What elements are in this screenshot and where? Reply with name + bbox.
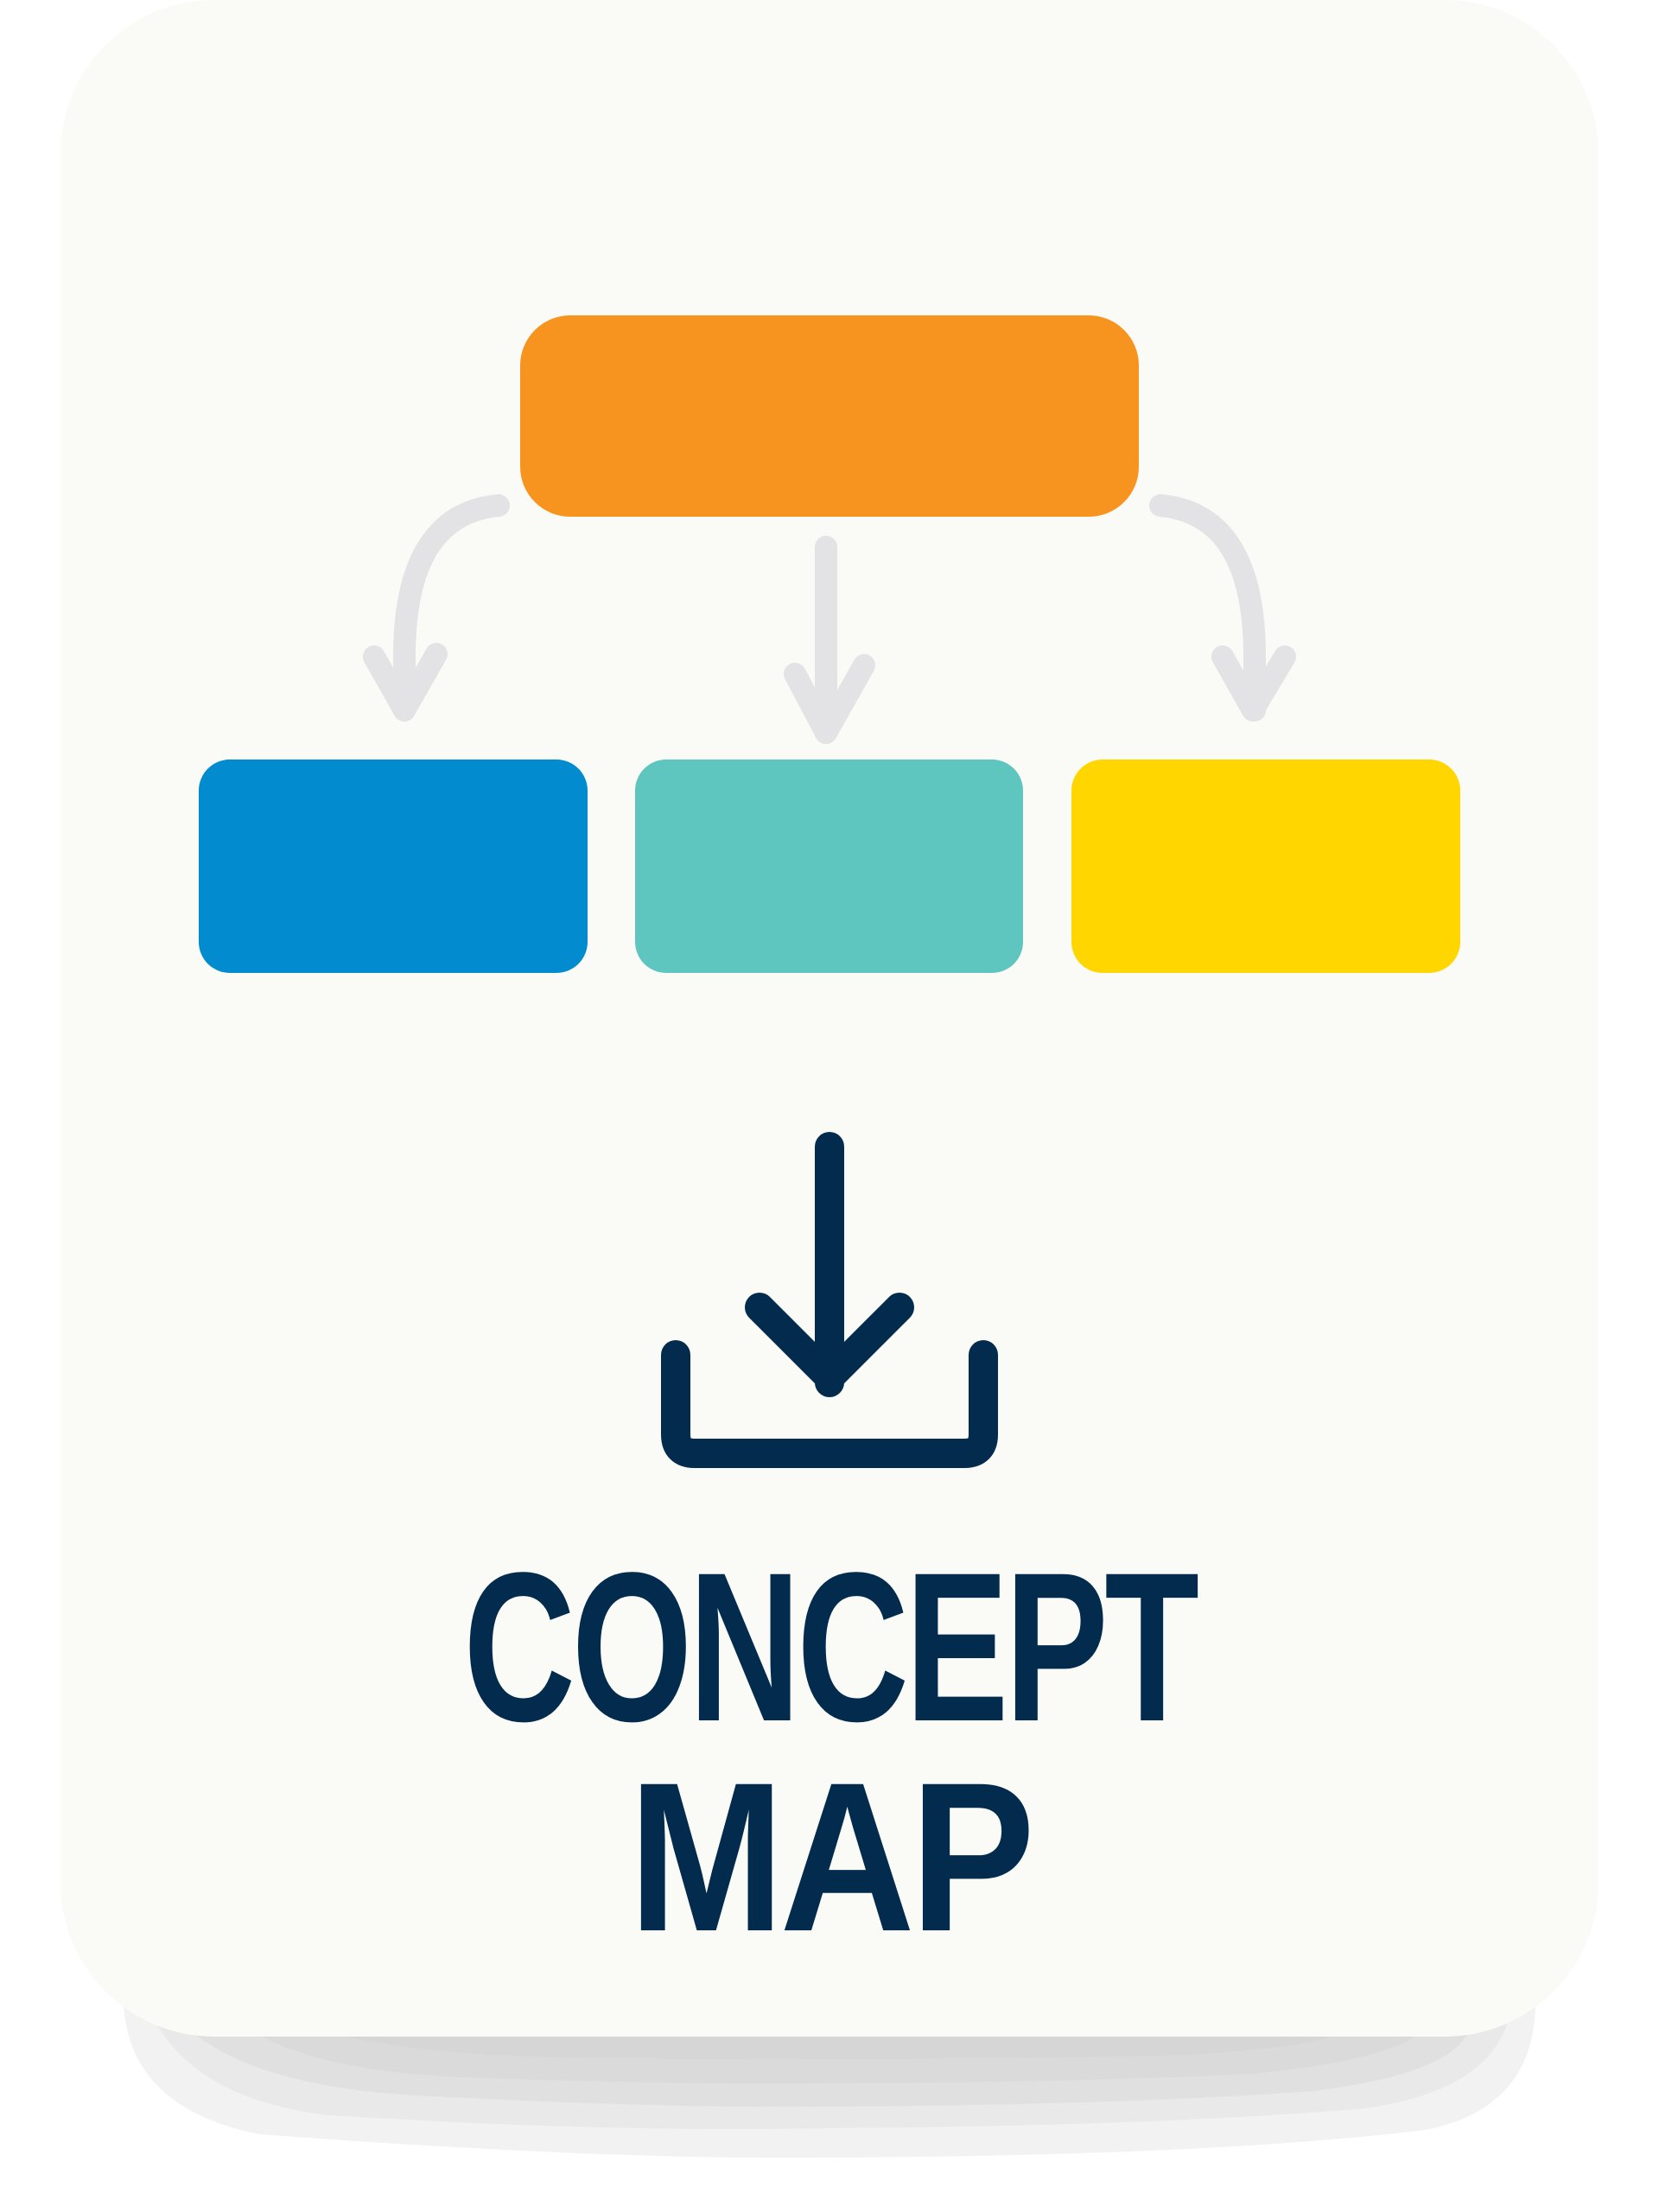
- child-node-yellow: [1071, 760, 1460, 973]
- title-line-2: MAP: [628, 1738, 1034, 1976]
- download-button[interactable]: [657, 1119, 1002, 1482]
- root-node: [520, 315, 1139, 517]
- child-node-teal: [635, 760, 1023, 973]
- title-line-1: CONCEPT: [463, 1529, 1199, 1766]
- child-node-blue: [199, 760, 588, 973]
